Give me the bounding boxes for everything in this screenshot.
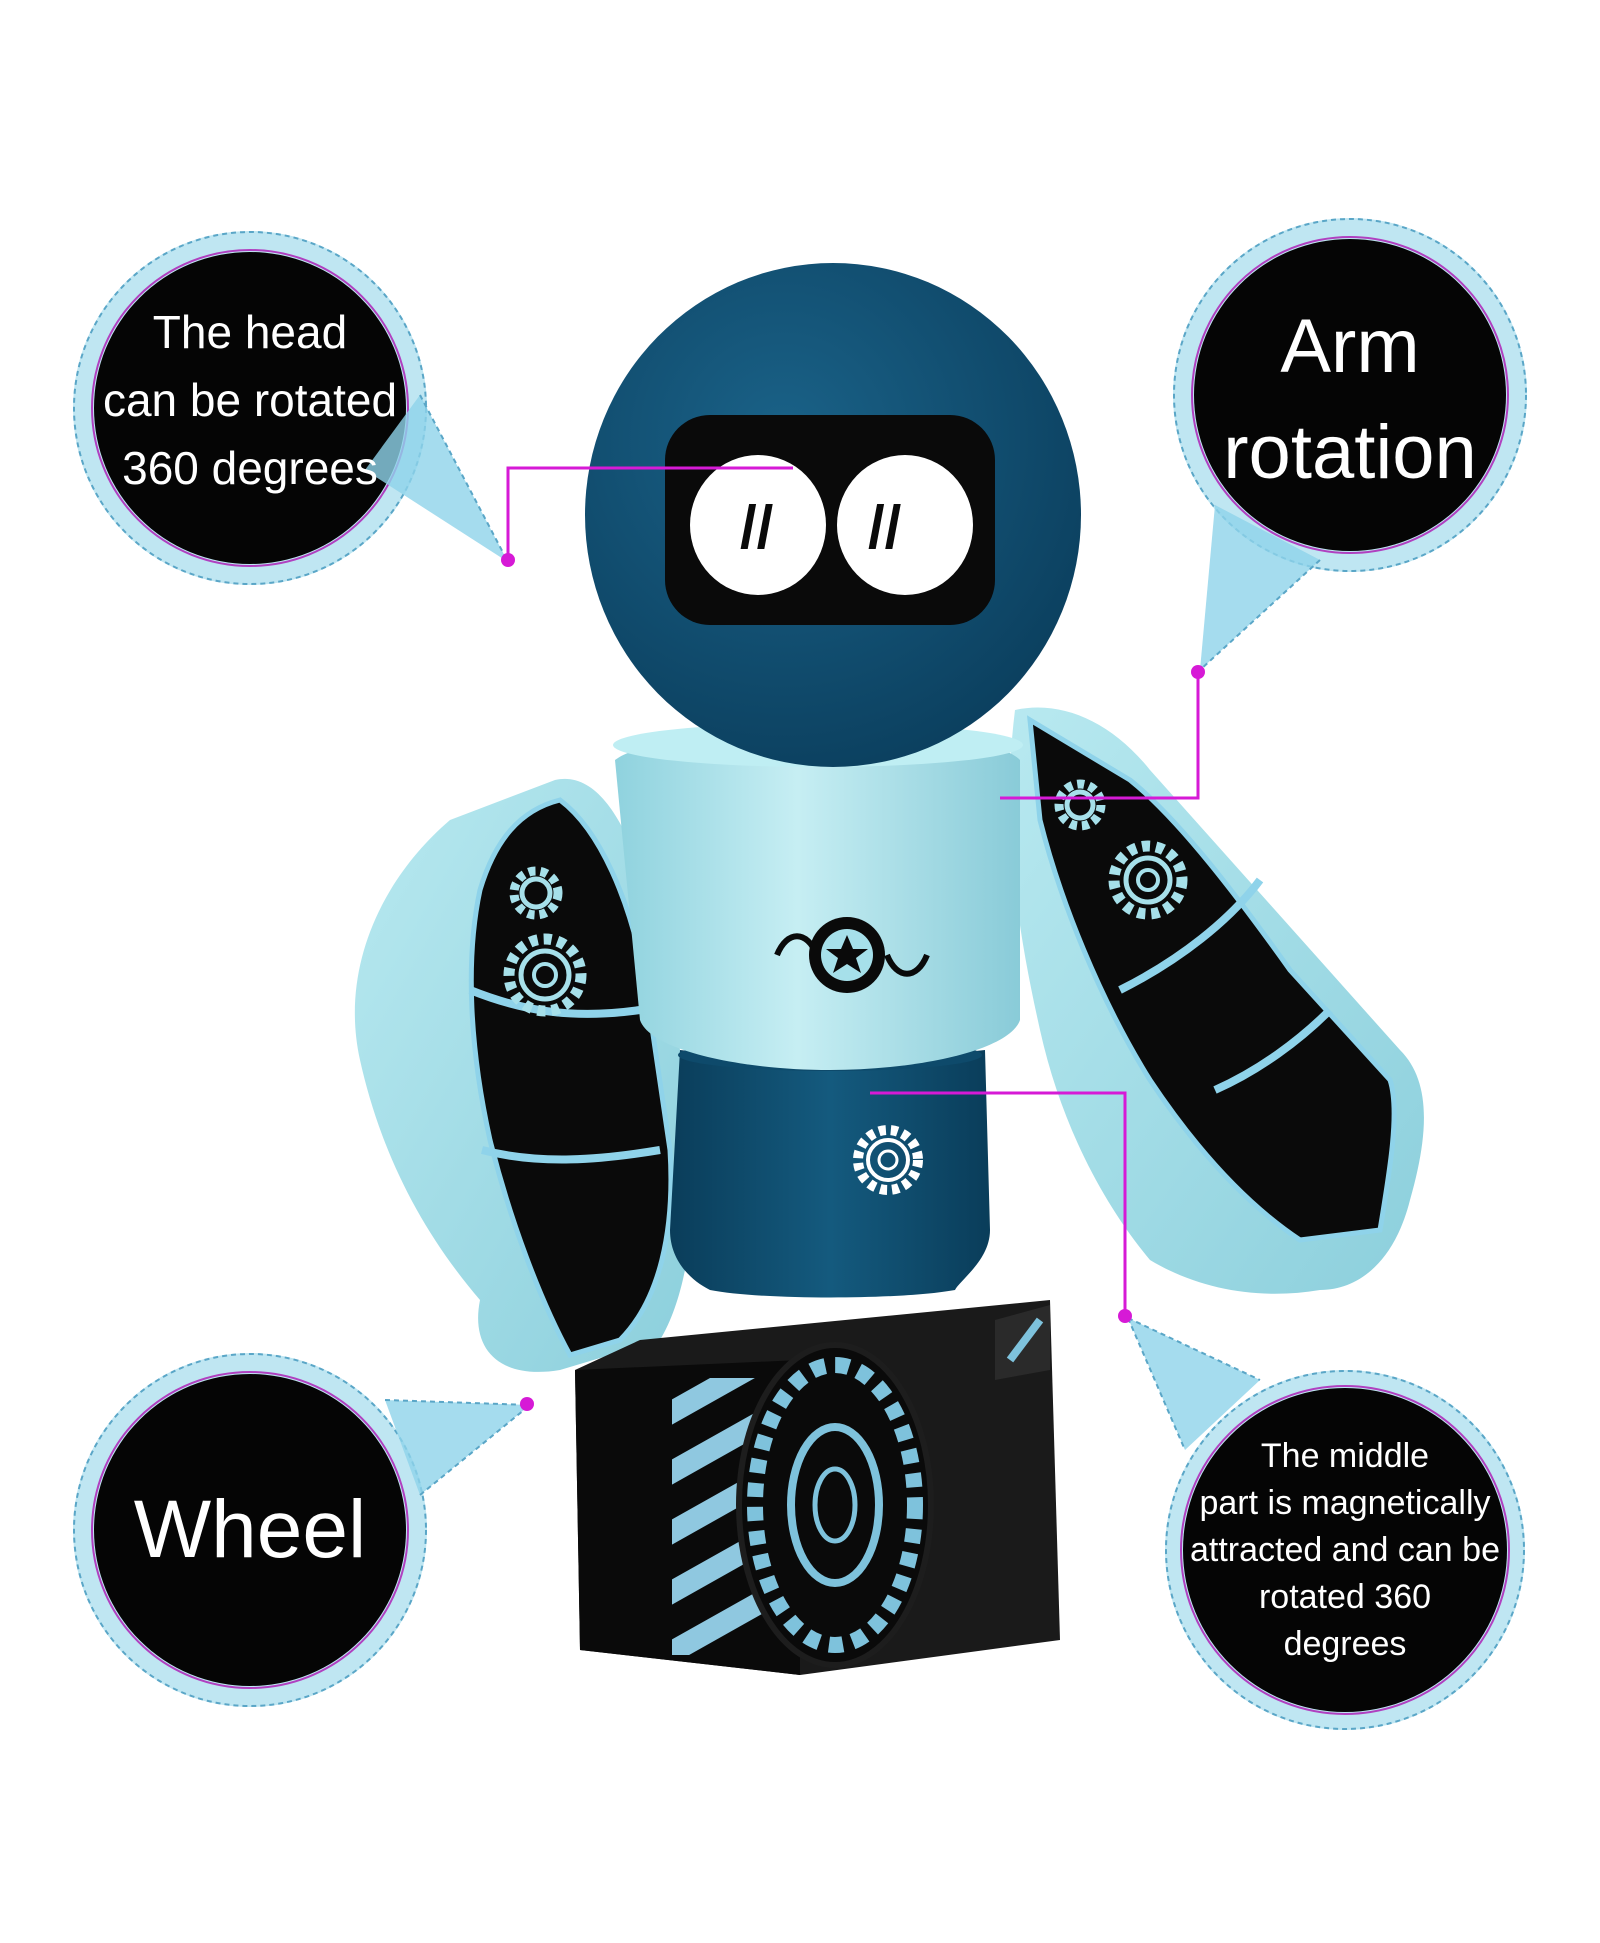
robot-head: // // xyxy=(585,263,1081,767)
robot-left-arm xyxy=(354,778,694,1372)
leader-lines xyxy=(506,466,1200,1406)
gear-icon xyxy=(853,1125,923,1195)
star-wheel-emblem xyxy=(774,917,930,993)
gear-icon xyxy=(1054,779,1106,831)
gear-icon xyxy=(503,933,587,1017)
callout-bubble-wheel xyxy=(73,1353,531,1707)
robot-eye-left: // xyxy=(690,455,826,595)
robot-waist xyxy=(670,1039,990,1298)
callout-bubble-middle xyxy=(1127,1317,1525,1730)
leader-line-dots xyxy=(501,553,1205,1411)
robot-right-arm xyxy=(1009,707,1424,1294)
svg-text://: // xyxy=(740,494,774,561)
robot-wheel-base xyxy=(575,1300,1060,1675)
svg-text://: // xyxy=(868,494,902,561)
gear-icon xyxy=(1108,840,1188,920)
robot-eye-right: // xyxy=(837,455,973,595)
gear-icon xyxy=(509,866,563,920)
robot-torso xyxy=(613,723,1023,1070)
callout-bubble-arm xyxy=(1173,218,1527,671)
callout-bubble-head xyxy=(73,231,509,585)
